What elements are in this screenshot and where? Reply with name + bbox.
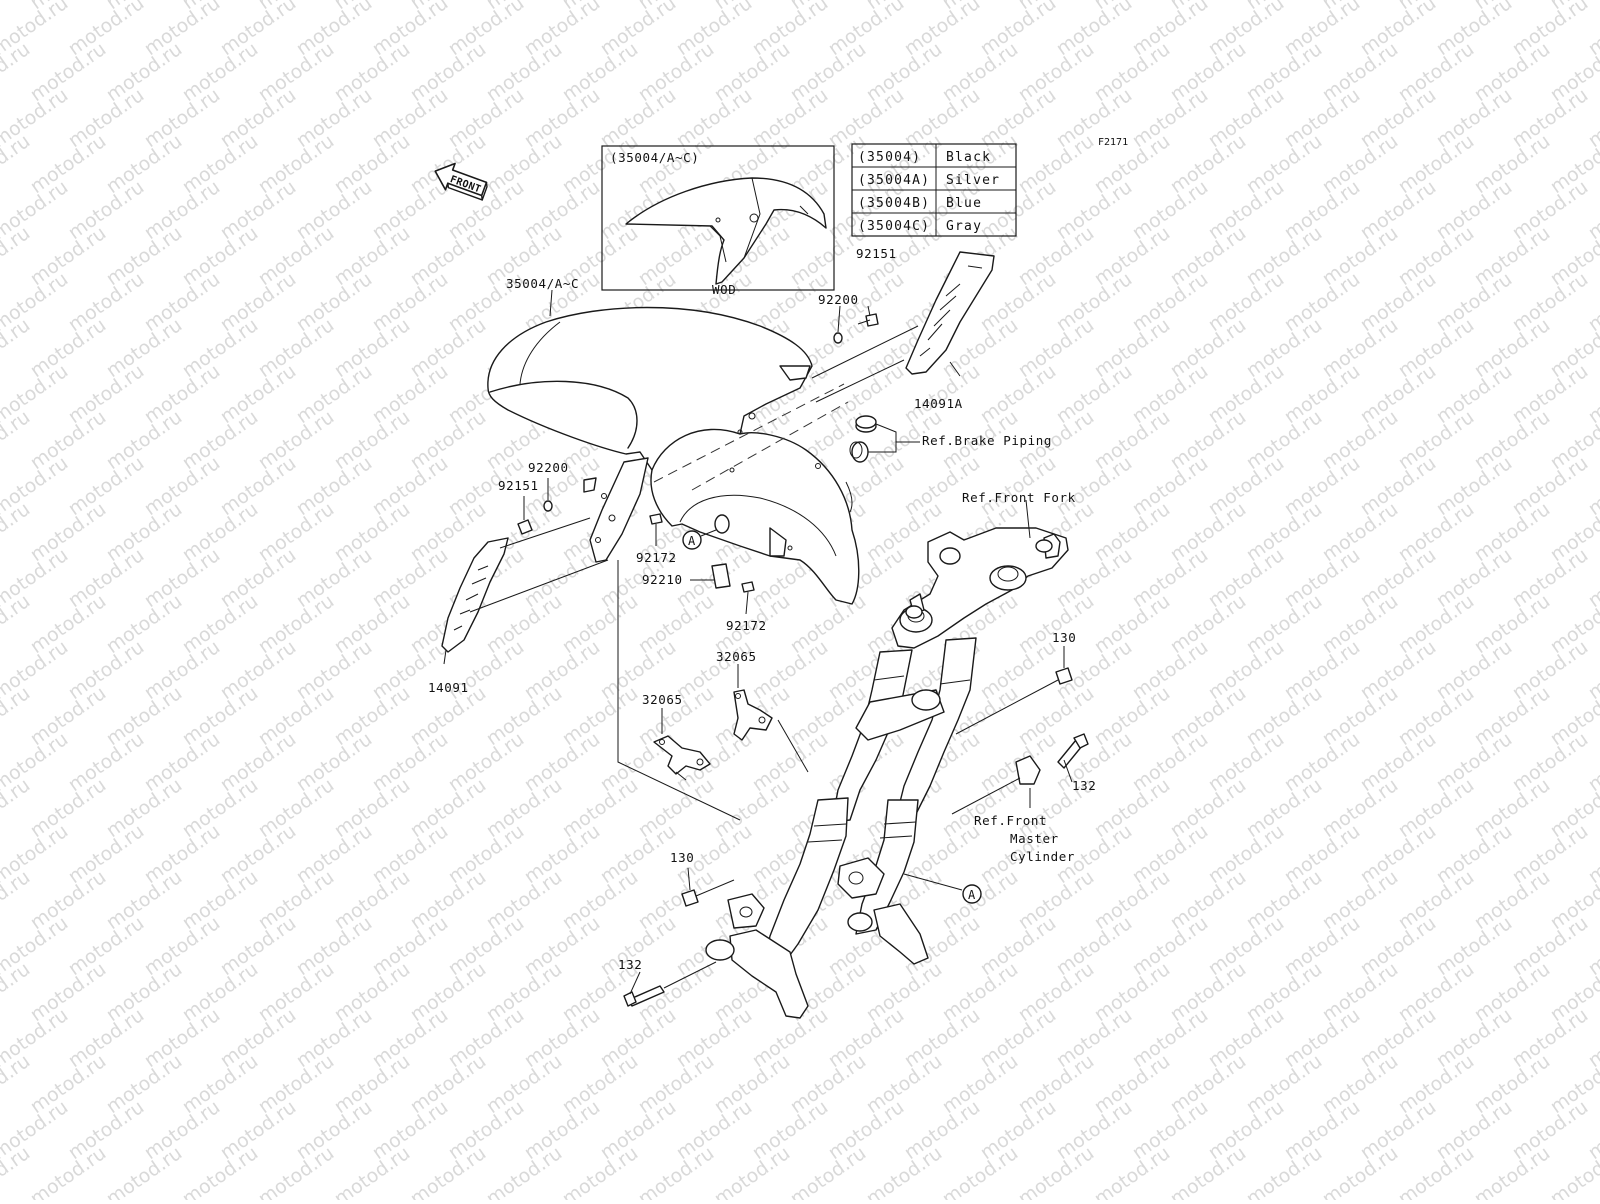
front-fork: [705, 527, 1069, 1019]
bolt-right-leader: [867, 305, 871, 317]
cover-left-leader: [443, 649, 447, 665]
table-code-cell: (35004A): [858, 173, 930, 188]
label-screw-lower: 92172: [726, 618, 767, 633]
fender-leader: [549, 289, 553, 317]
label-ref-master-1: Ref.Front: [974, 813, 1047, 828]
stay-lower: [653, 708, 711, 781]
bolt132-left: [623, 961, 717, 1007]
fender-mount-boss: [714, 514, 730, 534]
inset-caption: WOD: [712, 282, 736, 297]
grommet: [690, 563, 731, 589]
inset-fender-drawing: [625, 177, 827, 285]
washer-right-leader: [837, 305, 841, 333]
label-washer-right: 92200: [818, 292, 859, 307]
washer-right: [833, 332, 843, 344]
table-color-cell: Black: [946, 150, 991, 165]
diagram-code: F2171: [1098, 137, 1128, 148]
cover-right-line-2: [815, 359, 905, 403]
stay-line-upper: [777, 719, 809, 773]
label-bolt132-right: 132: [1072, 778, 1096, 793]
fender-side-plate: [583, 457, 649, 563]
label-grommet: 92210: [642, 572, 683, 587]
label-stay-lower: 32065: [642, 692, 683, 707]
table-code-cell: (35004C): [858, 219, 930, 234]
label-bolt-left: 92151: [498, 478, 539, 493]
color-table-text: (35004) Black (35004A) Silver (35004B) Blue (3…: [858, 150, 1000, 234]
label-ref-master-3: Cylinder: [1010, 849, 1075, 864]
ref-fork-leader: [1025, 499, 1031, 539]
stay-upper: [733, 664, 773, 741]
table-code-cell: (35004B): [858, 196, 930, 211]
table-color-cell: Gray: [946, 219, 982, 234]
cover-left-line-1: [469, 559, 609, 613]
bolt-left: [517, 519, 533, 535]
label-bolt-right: 92151: [856, 246, 897, 261]
cover-left-line-2: [499, 517, 591, 549]
master-cylinder-clamp: [951, 755, 1041, 815]
inset-title: (35004/A~C): [610, 150, 699, 165]
side-cover-right: [905, 251, 995, 375]
bolt-right: [857, 313, 879, 327]
table-color-cell: Silver: [946, 173, 1000, 188]
label-stay-upper: 32065: [716, 649, 757, 664]
label-ref-master-2: Master: [1010, 831, 1059, 846]
color-code-table: [851, 143, 1017, 237]
label-bolt132-left: 132: [618, 957, 642, 972]
marker-a-upper: A: [682, 529, 717, 550]
washer-left: [543, 500, 553, 512]
watermark-text: motod.ru: [0, 0, 34, 14]
label-fender: 35004/A~C: [506, 276, 579, 291]
brake-clamp-lower: [849, 441, 869, 463]
label-ref-fork: Ref.Front Fork: [962, 490, 1076, 505]
brake-clamp-upper: [855, 415, 877, 433]
bolt132-right: [1057, 733, 1089, 783]
cover-right-line-1: [811, 325, 919, 379]
cover-right-leader: [949, 361, 961, 377]
label-bolt130-right: 130: [1052, 630, 1076, 645]
front-fender: [487, 306, 860, 605]
marker-a-lower: A: [903, 873, 982, 904]
variant-inset: (35004/A~C) WOD: [601, 145, 835, 297]
screw-lower: [741, 581, 755, 615]
label-cover-right: 14091A: [914, 396, 963, 411]
table-code-cell: (35004): [858, 150, 921, 165]
callout-labels: 35004/A~C 92151 92200 14091A Ref.Brake P…: [428, 246, 1096, 972]
front-arrow-icon: FRONT: [434, 162, 488, 201]
marker-a-lower-label: A: [968, 888, 976, 902]
mount-line-1: [653, 383, 845, 483]
label-ref-brake: Ref.Brake Piping: [922, 433, 1052, 448]
label-screw-upper: 92172: [636, 550, 677, 565]
bolt130-left: [681, 867, 735, 907]
screw-upper: [649, 513, 663, 546]
label-washer-left: 92200: [528, 460, 569, 475]
marker-a-upper-label: A: [688, 534, 696, 548]
stay-bracket-line: [617, 560, 741, 821]
label-bolt130-left: 130: [670, 850, 694, 865]
side-cover-left: [441, 537, 509, 653]
table-color-cell: Blue: [946, 196, 982, 211]
bolt130-right: [955, 646, 1073, 735]
mount-line-2: [691, 401, 849, 491]
label-cover-left: 14091: [428, 680, 469, 695]
